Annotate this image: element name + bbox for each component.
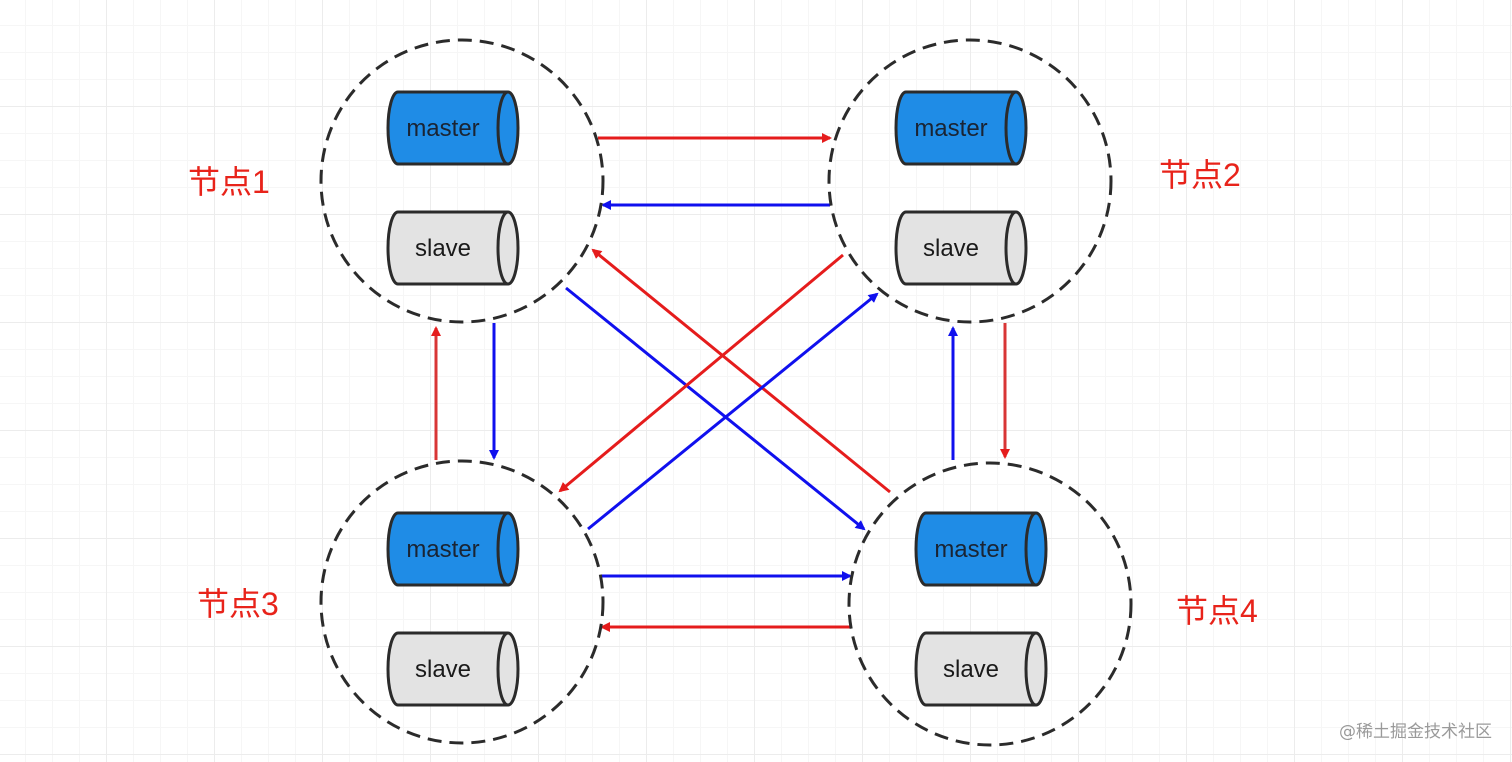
slave-cylinder: slave	[894, 210, 1028, 286]
node-boundary	[319, 459, 605, 745]
node-4-label: 节点4	[1176, 593, 1258, 629]
master-cylinder: master	[386, 90, 520, 166]
slave-label: slave	[943, 656, 999, 683]
slave-cylinder: slave	[914, 631, 1048, 707]
node-2-label: 节点2	[1159, 157, 1241, 193]
node-2: master slave	[827, 38, 1113, 324]
slave-label: slave	[415, 235, 471, 262]
edges	[431, 133, 1010, 632]
master-cylinder: master	[894, 90, 1028, 166]
watermark: @稀土掘金技术社区	[1339, 722, 1492, 742]
master-label: master	[914, 115, 987, 142]
slave-label: slave	[923, 235, 979, 262]
node-boundary	[847, 461, 1133, 747]
slave-cylinder: slave	[386, 631, 520, 707]
slave-label: slave	[415, 656, 471, 683]
node-3: master slave	[319, 459, 605, 745]
node-1-label: 节点1	[188, 164, 270, 200]
node-boundary	[827, 38, 1113, 324]
node-1: master slave	[319, 38, 605, 324]
master-label: master	[406, 536, 479, 563]
master-cylinder: master	[914, 511, 1048, 587]
slave-cylinder: slave	[386, 210, 520, 286]
master-label: master	[934, 536, 1007, 563]
node-3-label: 节点3	[197, 586, 279, 622]
edge-node3-to-node2	[587, 292, 879, 531]
master-cylinder: master	[386, 511, 520, 587]
master-label: master	[406, 115, 479, 142]
edge-node4-to-node1	[591, 248, 891, 494]
node-boundary	[319, 38, 605, 324]
node-4: master slave	[847, 461, 1133, 747]
edge-node2-to-node3	[558, 253, 844, 493]
edge-node1-to-node4	[565, 286, 866, 531]
